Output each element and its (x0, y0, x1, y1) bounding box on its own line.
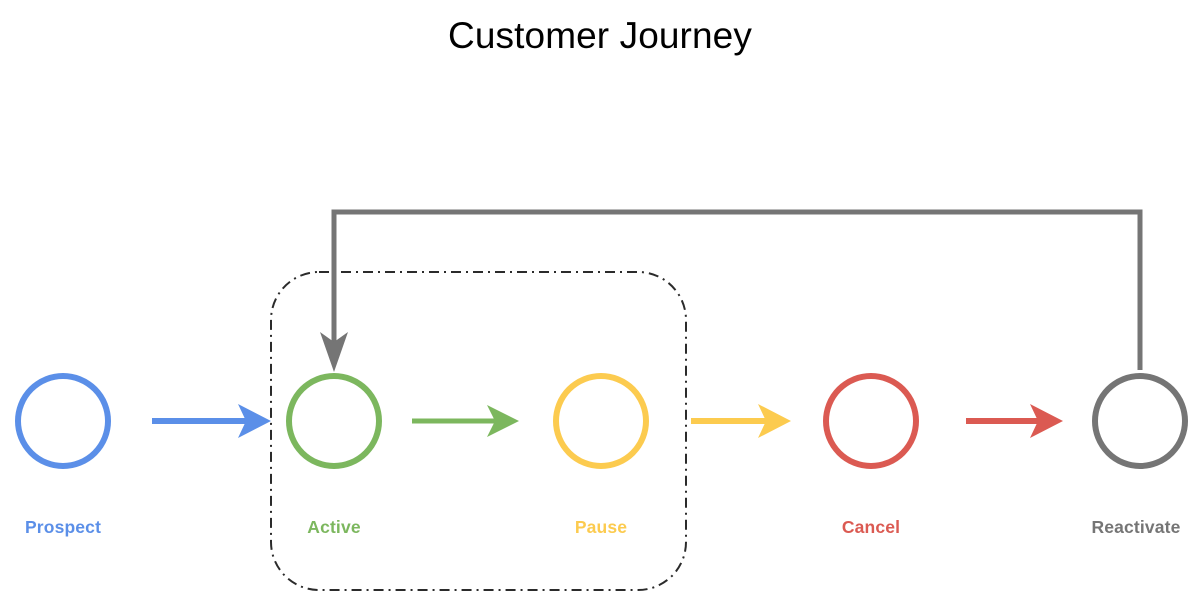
node-label-pause: Pause (575, 517, 627, 537)
arrowhead-pause-to-cancel (758, 404, 791, 438)
node-label-reactivate: Reactivate (1091, 517, 1180, 537)
node-label-prospect: Prospect (25, 517, 101, 537)
page-title: Customer Journey (448, 15, 752, 56)
node-label-active: Active (307, 517, 361, 537)
edge-cancel-to-reactivate (966, 404, 1063, 438)
node-label-cancel: Cancel (842, 517, 900, 537)
arrowhead-reactivate-to-active (320, 332, 348, 372)
edge-pause-to-cancel (691, 404, 791, 438)
arrowhead-prospect-to-active (238, 404, 271, 438)
arrowhead-active-to-pause (487, 405, 519, 437)
node-cancel[interactable] (823, 373, 919, 469)
edge-active-to-pause (412, 405, 519, 437)
arrowhead-cancel-to-reactivate (1030, 404, 1063, 438)
node-active[interactable] (286, 373, 382, 469)
group-subscription-boundary (270, 271, 687, 591)
node-reactivate[interactable] (1092, 373, 1188, 469)
node-prospect[interactable] (15, 373, 111, 469)
edge-prospect-to-active (152, 404, 271, 438)
node-pause[interactable] (553, 373, 649, 469)
edge-reactivate-to-active (320, 209, 1143, 372)
